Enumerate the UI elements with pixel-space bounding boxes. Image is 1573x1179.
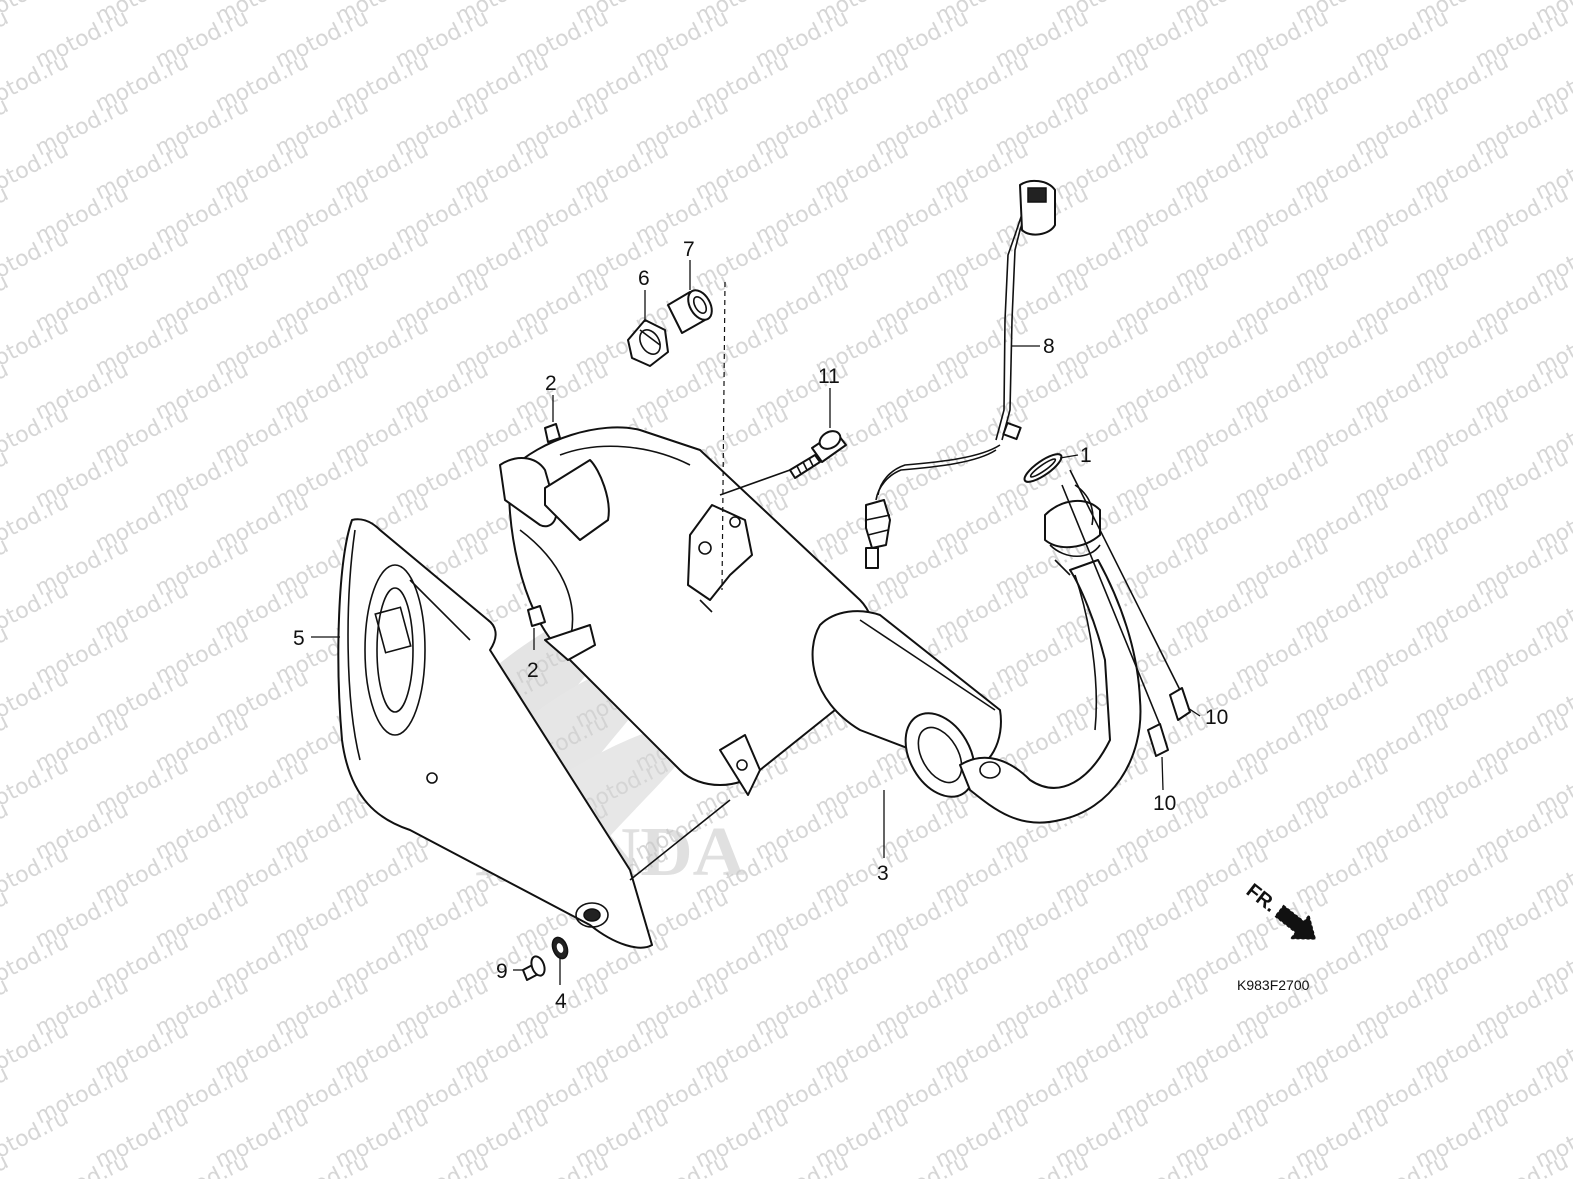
callout-2-upper: 2	[545, 372, 557, 395]
watermark-text: motod.ru	[1471, 1149, 1572, 1179]
callout-10-lower: 10	[1153, 792, 1176, 815]
watermark-text: motod.ru	[871, 1149, 972, 1179]
oxygen-sensor-part-8	[865, 179, 1056, 569]
washer-part-4	[551, 936, 569, 960]
assembly-line	[721, 281, 726, 591]
watermark-text: motod.ru	[0, 1061, 13, 1129]
callout-8: 8	[1043, 335, 1055, 358]
gasket-part-1	[1023, 453, 1063, 483]
screw-part-9	[522, 955, 546, 981]
watermark-text: motod.ru	[0, 269, 13, 337]
callout-7: 7	[683, 238, 695, 261]
callout-4: 4	[555, 990, 567, 1013]
collar-part-7	[667, 289, 713, 334]
callout-11: 11	[818, 365, 840, 388]
watermark-text: motod.ru	[1351, 1149, 1452, 1179]
clip-nut-part-2-upper	[544, 423, 561, 443]
watermark-text: motod.ru	[0, 181, 13, 249]
watermark-text: motod.ru	[0, 709, 13, 777]
watermark-text: motod.ru	[631, 1149, 732, 1179]
watermark-text: motod.ru	[0, 621, 13, 689]
clip-nut-part-2-lower	[527, 605, 546, 627]
callout-6: 6	[638, 267, 650, 290]
watermark-text: motod.ru	[1231, 1149, 1332, 1179]
clip-part-10-upper	[1169, 687, 1191, 721]
bolt-part-11	[789, 430, 847, 479]
watermark-text: motod.ru	[0, 93, 13, 161]
callout-3: 3	[877, 862, 889, 885]
clip-part-10-lower	[1147, 723, 1169, 757]
watermark-text: motod.ru	[151, 1149, 252, 1179]
callout-2-lower: 2	[527, 659, 539, 682]
watermark-text: motod.ru	[271, 1149, 372, 1179]
watermark-text: motod.ru	[0, 5, 13, 73]
diagram-code: K983F2700	[1237, 977, 1310, 993]
watermark-text: motod.ru	[0, 445, 13, 513]
callout-labels: 1 2 2 3 4 5 6 7 8 9 10 10 11	[293, 238, 1228, 1013]
rubber-mount-part-6	[627, 319, 669, 367]
watermark-text: motod.ru	[0, 357, 13, 425]
watermark-text: motod.ru	[0, 973, 13, 1041]
watermark-text: motod.ru	[1111, 1149, 1212, 1179]
watermark-text: motod.ru	[0, 797, 13, 865]
callout-9: 9	[496, 960, 508, 983]
watermark-text: motod.ru	[391, 1149, 492, 1179]
watermark-text: motod.ru	[0, 885, 13, 953]
callout-10-right: 10	[1205, 706, 1228, 729]
muffler-assembly-part-3	[499, 426, 1142, 824]
callout-1: 1	[1080, 444, 1092, 467]
watermark-text: motod.ru	[991, 1149, 1092, 1179]
watermark-text: motod.ru	[0, 533, 13, 601]
leader-lines	[311, 260, 1201, 985]
watermark-text: motod.ru	[511, 1149, 612, 1179]
muffler-protector-part-5	[337, 518, 653, 949]
watermark-text: motod.ru	[31, 1149, 132, 1179]
callout-5: 5	[293, 627, 305, 650]
arrow-down-right-icon	[1274, 904, 1317, 940]
watermark-text: motod.ru	[751, 1149, 852, 1179]
